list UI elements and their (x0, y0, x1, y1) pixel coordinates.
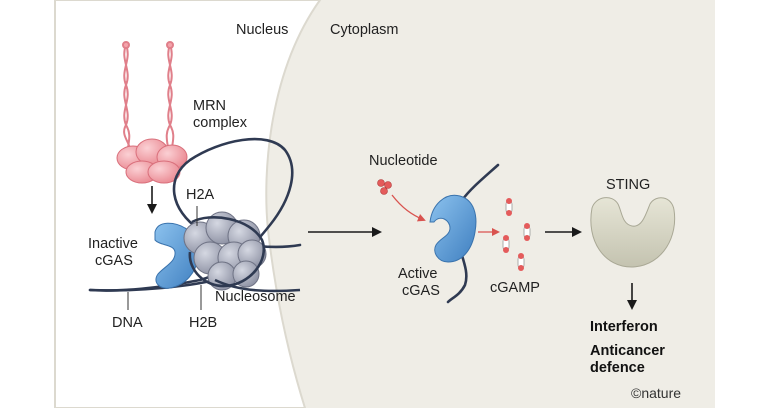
label-active-cgas-line1: Active (398, 266, 438, 282)
label-nucleus: Nucleus (236, 22, 289, 38)
label-nucleosome: Nucleosome (215, 289, 296, 305)
label-anticancer-line2: defence (590, 360, 645, 376)
nucleus-region (54, 0, 322, 408)
nucleotide-dots (377, 179, 392, 195)
nucleotide-arrow (391, 194, 426, 222)
label-h2b: H2B (189, 315, 218, 331)
label-interferon: Interferon (590, 319, 658, 335)
cgamp-molecules (502, 198, 531, 271)
mrn-complex-body (116, 138, 188, 184)
dna-wrap (188, 216, 265, 288)
mrn-strands (122, 41, 175, 151)
label-mrn-line1: MRN (193, 98, 227, 114)
active-cgas-shape (429, 194, 477, 263)
nature-credit: ©nature (631, 385, 682, 401)
dna-wrap-2 (214, 278, 301, 293)
label-active-cgas-line2: cGAS (402, 283, 440, 299)
label-nucleotide: Nucleotide (369, 153, 438, 169)
label-sting: STING (606, 177, 651, 193)
label-h2a: H2A (186, 187, 215, 203)
label-cgamp: cGAMP (490, 280, 540, 296)
label-dna: DNA (112, 315, 143, 331)
label-anticancer-line1: Anticancer (590, 343, 665, 359)
label-cytoplasm: Cytoplasm (330, 22, 399, 38)
label-inactive-cgas-line1: Inactive (88, 236, 138, 252)
label-mrn-line2: complex (193, 115, 247, 131)
label-inactive-cgas-line2: cGAS (95, 253, 133, 269)
sting-shape (590, 197, 676, 268)
